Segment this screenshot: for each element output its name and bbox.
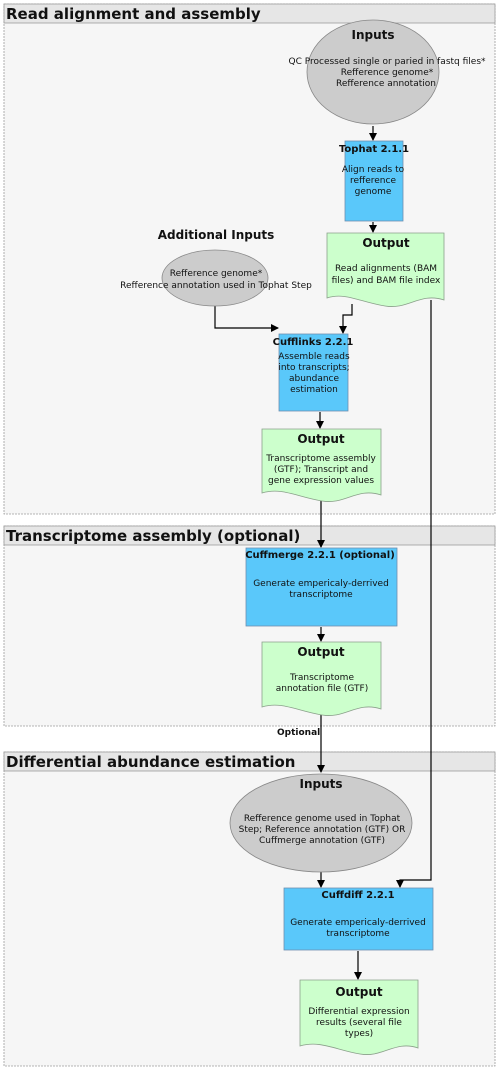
section-title: Read alignment and assembly	[6, 5, 261, 23]
connectors: Optional	[214, 126, 432, 980]
node-line: genome	[355, 187, 392, 197]
cuffdiff-process-node: Cuffdiff 2.2.1 Generate empericaly-derri…	[283, 887, 434, 951]
node-line: gene expression values	[268, 476, 374, 486]
output-cuffdiff-node: Output Differential expression results (…	[299, 979, 419, 1055]
node-line: Refference genome*	[341, 68, 434, 78]
inputs-node: Inputs QC Processed single or paried in …	[288, 19, 486, 125]
output-alignments-node: Output Read alignments (BAM files) and B…	[326, 232, 445, 307]
node-line: results (several file	[316, 1018, 402, 1028]
edge-output-to-cufflinks	[339, 304, 353, 334]
node-line: QC Processed single or paried in fastq f…	[288, 57, 486, 67]
node-title: Inputs	[299, 777, 342, 791]
edge-additional-to-cufflinks	[214, 306, 279, 332]
additional-inputs-heading: Additional Inputs	[158, 228, 275, 242]
node-line: Align reads to	[342, 165, 405, 175]
node-line: Cuffmerge annotation (GTF)	[259, 836, 385, 846]
node-line: Refference genome used in Tophat	[244, 814, 401, 824]
node-line: abundance	[289, 374, 340, 384]
section-title: Transcriptome assembly (optional)	[6, 527, 300, 545]
tophat-process-node: Tophat 2.1.1 Align reads to refference g…	[339, 140, 409, 222]
node-line: Refference annotation	[336, 79, 436, 89]
node-line: transcriptome	[326, 929, 390, 939]
node-line: Step; Reference annotation (GTF) OR	[239, 825, 406, 835]
inputs-differential-node: Inputs Refference genome used in Tophat …	[229, 773, 413, 873]
section-title: Differential abundance estimation	[6, 753, 295, 771]
node-line: files) and BAM file index	[332, 276, 441, 286]
node-line: Generate empericaly-derrived	[290, 918, 426, 928]
node-line: Generate empericaly-derrived	[253, 579, 389, 589]
node-title: Inputs	[351, 28, 394, 42]
node-line: transcriptome	[289, 590, 353, 600]
cuffmerge-process-node: Cuffmerge 2.2.1 (optional) Generate empe…	[245, 547, 398, 627]
node-line: Transcriptome assembly	[265, 454, 376, 464]
edge-label-optional: Optional	[277, 728, 320, 738]
cufflinks-process-node: Cufflinks 2.2.1 Assemble reads into tran…	[273, 333, 354, 412]
node-line: annotation file (GTF)	[276, 684, 369, 694]
node-line: refference	[350, 176, 396, 186]
node-title: Tophat 2.1.1	[339, 144, 409, 155]
additional-inputs-node: Additional Inputs Refference genome* Ref…	[120, 228, 312, 307]
node-title: Output	[297, 432, 345, 446]
node-title: Output	[297, 645, 345, 659]
edge-bam-to-cuffdiff	[396, 300, 432, 888]
node-line: (GTF); Transcript and	[274, 465, 368, 475]
node-line: into transcripts;	[278, 363, 349, 373]
node-title: Cufflinks 2.2.1	[273, 337, 354, 348]
node-title: Cuffmerge 2.2.1 (optional)	[245, 550, 395, 561]
output-cufflinks-node: Output Transcriptome assembly (GTF); Tra…	[261, 428, 382, 502]
node-title: Cuffdiff 2.2.1	[321, 890, 394, 901]
node-line: Read alignments (BAM	[335, 264, 437, 274]
node-line: Assemble reads	[278, 352, 350, 362]
node-title: Output	[335, 985, 383, 999]
node-line: Refference genome*	[170, 269, 263, 279]
node-title: Output	[362, 236, 410, 250]
node-line: types)	[345, 1029, 373, 1039]
node-line: estimation	[290, 385, 338, 395]
output-cuffmerge-node: Output Transcriptome annotation file (GT…	[261, 641, 382, 716]
node-line: Differential expression	[308, 1007, 409, 1017]
node-line: Refference annotation used in Tophat Ste…	[120, 281, 312, 291]
node-line: Transcriptome	[289, 673, 354, 683]
